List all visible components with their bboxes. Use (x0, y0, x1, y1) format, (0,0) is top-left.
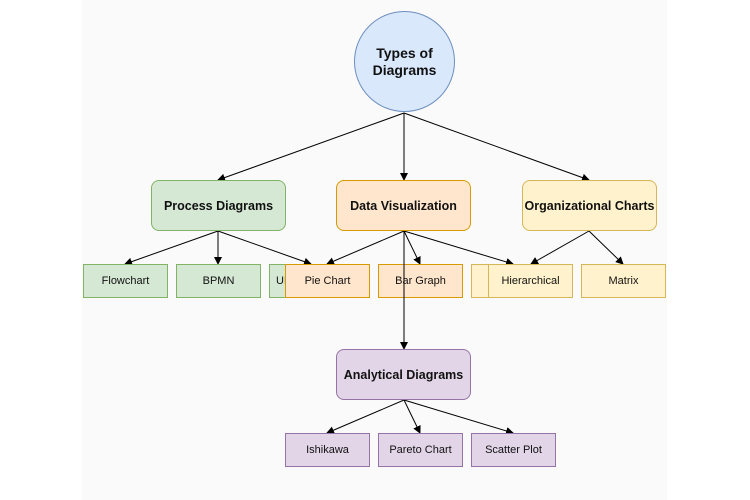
bar-graph-node[interactable]: Bar Graph (378, 264, 463, 298)
matrix-node[interactable]: Matrix (581, 264, 666, 298)
ishikawa-node[interactable]: Ishikawa (285, 433, 370, 467)
data-visualization-node[interactable]: Data Visualization (336, 180, 471, 231)
flowchart-label: Flowchart (101, 275, 150, 287)
pie-chart-node[interactable]: Pie Chart (285, 264, 370, 298)
root-label-line2: Diagrams (372, 61, 437, 78)
ishikawa-label: Ishikawa (306, 444, 349, 456)
pareto-chart-node[interactable]: Pareto Chart (378, 433, 463, 467)
hierarchical-node[interactable]: Hierarchical (488, 264, 573, 298)
scatter-plot-node[interactable]: Scatter Plot (471, 433, 556, 467)
hierarchical-label: Hierarchical (501, 275, 560, 287)
pie-chart-label: Pie Chart (304, 275, 351, 287)
process-diagrams-label: Process Diagrams (163, 198, 274, 213)
analytical-diagrams-label: Analytical Diagrams (343, 367, 464, 382)
analytical-diagrams-node[interactable]: Analytical Diagrams (336, 349, 471, 400)
matrix-label: Matrix (608, 275, 639, 287)
bpmn-node[interactable]: BPMN (176, 264, 261, 298)
organizational-charts-node[interactable]: Organizational Charts (522, 180, 657, 231)
process-diagrams-node[interactable]: Process Diagrams (151, 180, 286, 231)
organizational-charts-label: Organizational Charts (524, 198, 655, 213)
bar-graph-label: Bar Graph (395, 275, 446, 287)
root-node[interactable]: Types of Diagrams (354, 11, 455, 112)
root-label-line1: Types of (376, 44, 433, 61)
scatter-plot-label: Scatter Plot (485, 444, 542, 456)
flowchart-node[interactable]: Flowchart (83, 264, 168, 298)
bpmn-label: BPMN (202, 275, 235, 287)
data-visualization-label: Data Visualization (350, 198, 457, 213)
pareto-chart-label: Pareto Chart (389, 444, 452, 456)
